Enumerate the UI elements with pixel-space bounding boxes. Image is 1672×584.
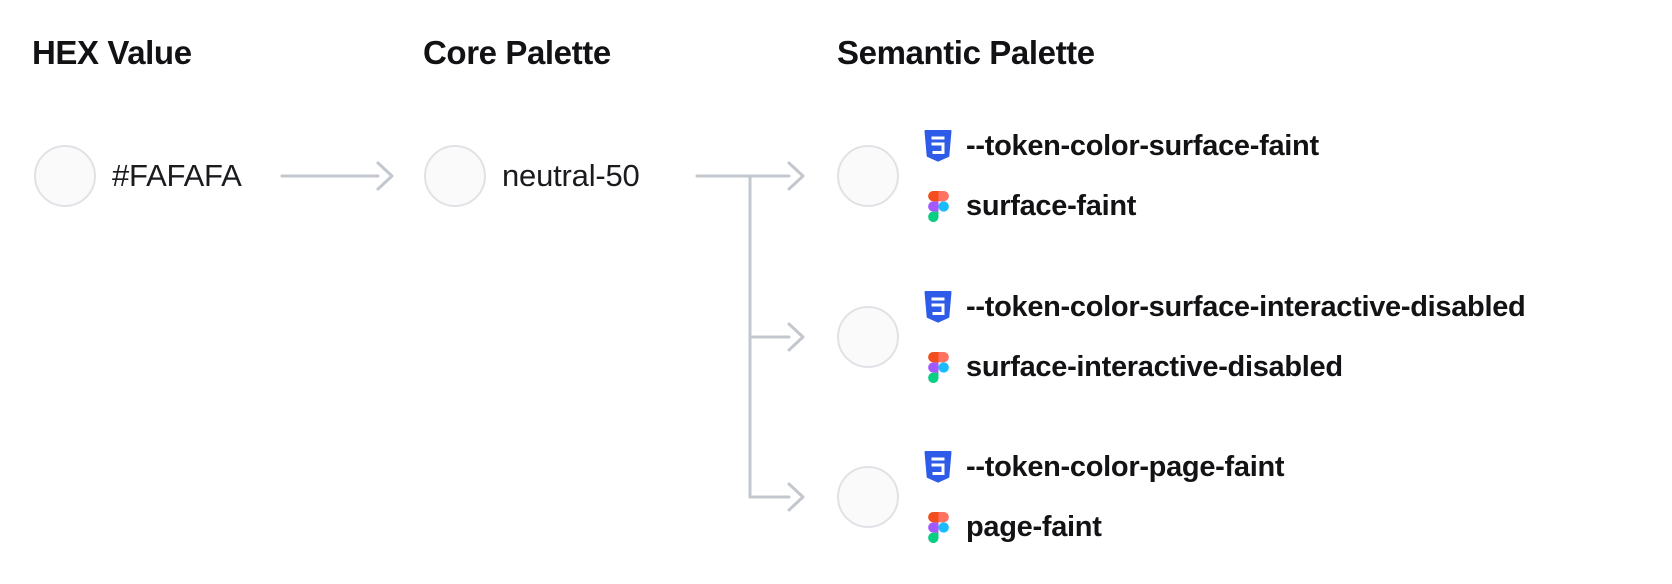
arrowhead-hex-to-core [376, 161, 394, 191]
figma-token-line: surface-interactive-disabled [921, 349, 1525, 385]
css-token-name: --token-color-surface-interactive-disabl… [966, 290, 1526, 323]
color-swatch [34, 145, 96, 207]
css-token-line: --token-color-surface-interactive-disabl… [921, 289, 1526, 325]
css-token-line: --token-color-surface-faint [921, 128, 1319, 164]
color-swatch [424, 145, 486, 207]
hex-value-header: HEX Value [32, 34, 192, 71]
css-token-name: --token-color-page-faint [966, 450, 1285, 483]
semantic-token-item: --token-color-page-faint page-faint [921, 449, 1285, 545]
color-swatch [837, 145, 899, 207]
figma-token-name: surface-interactive-disabled [966, 350, 1343, 383]
semantic-token-item: --token-color-surface-faint surface-fain… [921, 128, 1319, 224]
figma-icon [921, 349, 955, 385]
figma-token-name: surface-faint [966, 189, 1137, 222]
css-shield-icon [921, 128, 955, 164]
css-shield-icon [921, 449, 955, 485]
css-shield-icon [921, 289, 955, 325]
core-palette-label: neutral-50 [502, 158, 640, 193]
color-swatch [837, 306, 899, 368]
hex-value-label: #FAFAFA [112, 158, 242, 193]
figma-token-name: page-faint [966, 510, 1102, 543]
figma-icon [921, 509, 955, 545]
figma-icon [921, 188, 955, 224]
core-palette-header: Core Palette [423, 34, 611, 71]
semantic-token-item: --token-color-surface-interactive-disabl… [921, 289, 1526, 385]
css-token-name: --token-color-surface-faint [966, 129, 1319, 162]
semantic-palette-header: Semantic Palette [837, 34, 1095, 71]
figma-token-line: surface-faint [921, 188, 1319, 224]
css-token-line: --token-color-page-faint [921, 449, 1285, 485]
arrowhead-branch-2 [787, 322, 805, 352]
arrowhead-branch-1 [787, 161, 805, 191]
figma-token-line: page-faint [921, 509, 1284, 545]
arrowhead-branch-3 [787, 482, 805, 512]
color-swatch [837, 466, 899, 528]
